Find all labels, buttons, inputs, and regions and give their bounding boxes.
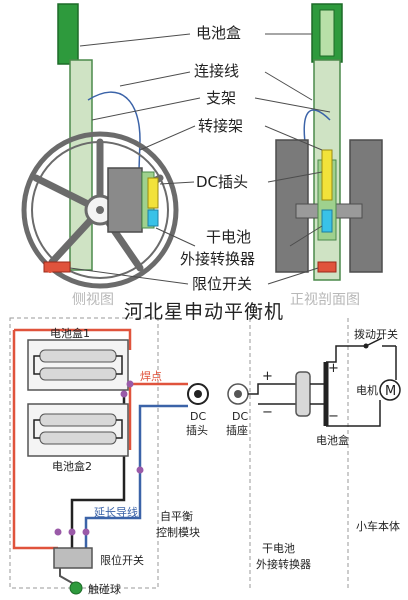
dry-cell-adapter — [295, 371, 311, 417]
side-motor-block — [107, 167, 143, 233]
label-adapter-frame: 转接架 — [198, 117, 243, 135]
side-frame-upper — [57, 3, 79, 65]
label-dc-plug-1: DC — [190, 410, 206, 423]
label-limit-switch-bottom: 限位开关 — [100, 553, 144, 567]
label-dc-socket-1: DC — [232, 410, 248, 423]
side-limit-switch — [43, 261, 71, 273]
caption: 河北星申动平衡机 — [123, 301, 284, 323]
wheel-hub-center — [96, 206, 104, 214]
label-motor: 电机 — [356, 383, 378, 397]
side-view — [21, 3, 179, 289]
label-adapter-bottom-2: 外接转换器 — [256, 557, 311, 571]
section-boxes — [9, 317, 349, 589]
label-self-balance-1: 自平衡 — [160, 510, 193, 523]
leader-lines — [69, 33, 331, 285]
box-plus: + — [328, 361, 339, 376]
label-adapter-bottom-1: 干电池 — [262, 542, 295, 555]
battery-box-1 — [27, 339, 129, 391]
box-minus: − — [328, 409, 339, 424]
side-adapter-cyan — [147, 209, 159, 227]
label-extension-wire: 延长导线 — [94, 505, 138, 519]
adapter-plus: + — [262, 369, 273, 384]
label-solder-point: 焊点 — [140, 369, 162, 383]
adapter-minus: − — [262, 405, 273, 420]
label-dry-cell-adapter-2: 外接转换器 — [180, 250, 255, 268]
label-car-body: 小车本体 — [356, 519, 400, 533]
section-adapter-cyan — [321, 209, 333, 233]
label-battery-box-1: 电池盒1 — [50, 326, 90, 340]
label-self-balance-2: 控制模块 — [156, 525, 200, 539]
wheel-outer — [21, 131, 179, 289]
label-car-battery-box: 电池盒 — [316, 433, 349, 447]
section-view — [275, 3, 383, 281]
side-limit-ball — [47, 267, 53, 273]
label-battery-box: 电池盒 — [196, 24, 241, 42]
limit-switch-assembly — [53, 547, 93, 595]
battery-box-2 — [27, 403, 129, 457]
motor-symbol: M — [385, 384, 396, 399]
label-connecting-wire: 连接线 — [194, 62, 239, 80]
side-connecting-wire — [87, 91, 141, 201]
label-dc-socket-2: 插座 — [226, 423, 248, 437]
wire-nodes — [54, 380, 144, 536]
label-touch-ball: 触碰球 — [88, 582, 121, 596]
side-adapter-yellow — [147, 177, 159, 209]
blue-wire — [84, 404, 188, 548]
label-dry-cell-adapter-1: 干电池 — [206, 228, 251, 246]
label-bracket: 支架 — [206, 89, 236, 107]
side-view-title: 侧视图 — [72, 292, 114, 308]
section-limit-switch — [317, 261, 337, 273]
dc-plug — [187, 383, 209, 405]
label-limit-switch: 限位开关 — [192, 275, 252, 293]
label-battery-box-2: 电池盒2 — [52, 459, 92, 473]
label-dc-plug: DC插头 — [196, 173, 248, 191]
section-connecting-wire — [303, 109, 331, 151]
dc-socket — [227, 383, 296, 405]
section-battery-cell — [319, 9, 335, 57]
label-dc-plug-2: 插头 — [186, 423, 208, 437]
section-view-title: 正视剖面图 — [290, 292, 360, 308]
car-battery-box — [310, 345, 381, 427]
label-toggle-switch: 拨动开关 — [354, 327, 398, 341]
motor — [379, 379, 401, 401]
toggle-switch — [363, 337, 397, 380]
section-adapter-yellow — [321, 149, 333, 201]
red-wire — [12, 328, 132, 550]
